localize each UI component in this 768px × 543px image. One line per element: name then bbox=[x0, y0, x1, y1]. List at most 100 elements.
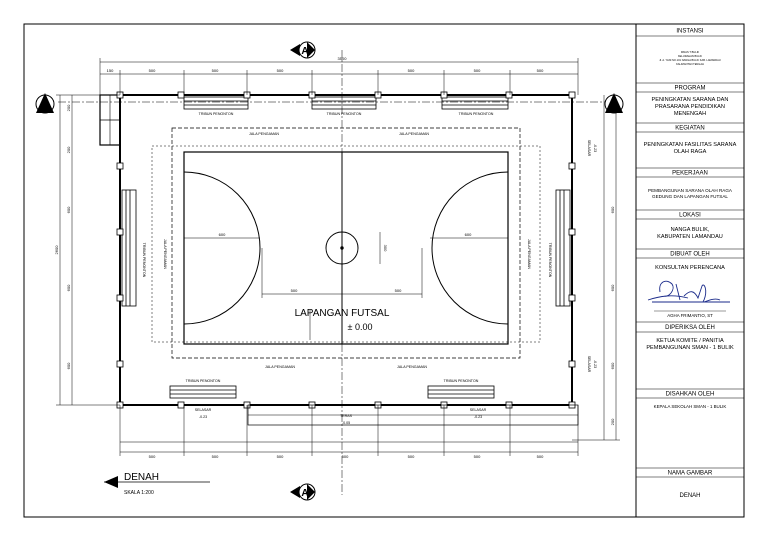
court-label: LAPANGAN FUTSAL bbox=[295, 308, 390, 319]
disahkan-value: KEPALA SEKOLAH SMAN - 1 BULIK bbox=[654, 404, 727, 409]
kegiatan-label: KEGIATAN bbox=[675, 126, 704, 132]
nama-gambar-label: NAMA GAMBAR bbox=[668, 471, 713, 477]
tribun-label-top-2: TRIBUN PENONTON bbox=[327, 112, 362, 116]
jalan-label-left: JALA PENGAMAN bbox=[163, 239, 167, 269]
plan-title: DENAH bbox=[124, 472, 159, 483]
columns bbox=[116, 91, 576, 409]
selasar-label-right-2: SELASAR bbox=[587, 356, 591, 373]
dim-penalty-right: 600 bbox=[465, 232, 472, 237]
konsultan-label: KONSULTAN PERENCANA bbox=[655, 265, 725, 271]
dim-top-150: 150 bbox=[107, 68, 114, 73]
dim-bottom-4: 500 bbox=[342, 454, 349, 459]
tribun-label-right: TRIBUN PENONTON bbox=[548, 243, 552, 278]
dim-bottom-5: 500 bbox=[408, 454, 415, 459]
disahkan-label: DISAHKAN OLEH bbox=[666, 392, 715, 398]
instansi-line-3: Jl. A. YANI NO.101 NANGA BULIK KAB. LAMA… bbox=[659, 58, 721, 62]
kegiatan-line-2: OLAH RAGA bbox=[674, 149, 707, 155]
futsal-court bbox=[183, 151, 509, 345]
lokasi-line-2: KABUPATEN LAMANDAU bbox=[657, 234, 723, 240]
dim-left-5: 600 bbox=[66, 362, 71, 369]
jalan-label-top-2: JALA PENGAMAN bbox=[399, 132, 429, 136]
diperiksa-line-2: PEMBANGUNAN SMAN - 1 BULIK bbox=[646, 345, 734, 351]
safety-net-boundary bbox=[171, 127, 521, 359]
dim-top-6: 500 bbox=[537, 68, 544, 73]
program-line-3: MENENGAH bbox=[674, 111, 706, 117]
dim-bottom-1: 500 bbox=[149, 454, 156, 459]
kegiatan-line-1: PENINGKATAN FASILITAS SARANA bbox=[644, 142, 737, 148]
dim-left-total: 2600 bbox=[54, 245, 59, 255]
floor-plan bbox=[56, 50, 622, 495]
diperiksa-line-1: KETUA KOMITE / PANITIA bbox=[656, 338, 724, 344]
section-marker-b-left: B bbox=[35, 93, 55, 114]
dim-bottom-6: 500 bbox=[474, 454, 481, 459]
tribun-label-top-3: TRIBUN PENONTON bbox=[459, 112, 494, 116]
section-marker-a-bottom: A bbox=[290, 483, 316, 501]
selasar-level-2: -0.23 bbox=[474, 415, 482, 419]
dim-right-1: 600 bbox=[610, 206, 615, 213]
jalan-label-top-1: JALA PENGAMAN bbox=[249, 132, 279, 136]
plan-scale: SKALA 1:200 bbox=[124, 490, 154, 496]
dim-bottom-3: 500 bbox=[277, 454, 284, 459]
signer-name: AGHA FRIMANTIO, ST bbox=[667, 313, 713, 318]
spectator-stands-right bbox=[555, 189, 571, 307]
program-line-2: PRASARANA PENDIDIKAN bbox=[655, 104, 725, 110]
dim-right-2: 600 bbox=[610, 284, 615, 291]
nama-gambar-value: DENAH bbox=[679, 493, 700, 499]
plan-title-block: DENAH SKALA 1:200 bbox=[104, 472, 210, 496]
dim-top-total: 3500 bbox=[338, 56, 348, 61]
section-marker-a-top: A bbox=[290, 41, 316, 59]
dibuat-label: DIBUAT OLEH bbox=[670, 252, 709, 258]
court-margin bbox=[151, 145, 541, 343]
title-block: INSTANSI DINAS T BULIK KELURAHAN BULIK J… bbox=[636, 29, 744, 499]
sheet-border bbox=[23, 23, 745, 518]
selasar-level-right-2: -0.23 bbox=[593, 360, 597, 368]
teras-level: -0.05 bbox=[342, 421, 350, 425]
program-line-1: PENINGKATAN SARANA DAN bbox=[652, 97, 729, 103]
program-label: PROGRAM bbox=[674, 86, 705, 92]
instansi-line-2: KELURAHAN BULIK bbox=[678, 54, 702, 58]
tribun-label-bottom-2: TRIBUN PENONTON bbox=[444, 379, 479, 383]
teras-label: TERAS bbox=[340, 414, 353, 418]
selasar-level-1: -0.23 bbox=[199, 415, 207, 419]
drawing-labels: LAPANGAN FUTSAL ± 0.00 TRIBUN PENONTON T… bbox=[54, 56, 615, 459]
dim-center-circle: 300 bbox=[383, 245, 388, 252]
dim-left-1: 200 bbox=[66, 104, 71, 111]
dim-top-4: 500 bbox=[408, 68, 415, 73]
selasar-label-1: SELASAR bbox=[195, 408, 212, 412]
dim-left-3: 600 bbox=[66, 206, 71, 213]
instansi-label: INSTANSI bbox=[676, 29, 704, 35]
dim-right-4: 200 bbox=[610, 418, 615, 425]
lokasi-line-1: NANGA BULIK, bbox=[671, 227, 710, 233]
selasar-label-right-1: SELASAR bbox=[587, 140, 591, 157]
instansi-line-4: KALIMANTAN TENGAH bbox=[676, 62, 704, 66]
tribun-label-top-1: TRIBUN PENONTON bbox=[199, 112, 234, 116]
court-penalty-area-left bbox=[183, 171, 261, 325]
dim-court-inner-right: 500 bbox=[395, 288, 402, 293]
instansi-line-1: DINAS T BULIK bbox=[681, 50, 700, 54]
spectator-stands-top bbox=[183, 96, 509, 110]
spectator-stands-left bbox=[121, 189, 137, 307]
pekerjaan-line-1: PEMBANGUNAN SARANA OLAH RAGA bbox=[648, 188, 733, 193]
marker-a-top-label: A bbox=[301, 46, 308, 57]
tribun-label-bottom-1: TRIBUN PENONTON bbox=[186, 379, 221, 383]
jalan-label-right: JALA PENGAMAN bbox=[527, 239, 531, 269]
dim-bottom-7: 500 bbox=[537, 454, 544, 459]
marker-b-right-label: B bbox=[610, 103, 617, 114]
court-center-circle bbox=[325, 231, 359, 265]
selasar-label-2: SELASAR bbox=[470, 408, 487, 412]
court-level: ± 0.00 bbox=[348, 322, 373, 332]
marker-b-left-label: B bbox=[41, 103, 48, 114]
dim-penalty-left: 600 bbox=[219, 232, 226, 237]
dim-top-5: 500 bbox=[474, 68, 481, 73]
dim-left-2: 200 bbox=[66, 146, 71, 153]
dim-bottom-2: 500 bbox=[212, 454, 219, 459]
pekerjaan-label: PEKERJAAN bbox=[672, 171, 708, 177]
tribun-label-left: TRIBUN PENONTON bbox=[142, 243, 146, 278]
dim-top-2: 500 bbox=[212, 68, 219, 73]
pekerjaan-line-2: GEDUNG DAN LAPANGAN FUTSAL bbox=[652, 194, 728, 199]
dimension-lines bbox=[56, 58, 620, 456]
section-marker-b-right: B bbox=[604, 93, 624, 114]
building-outline bbox=[119, 94, 573, 406]
dim-right-3: 600 bbox=[610, 362, 615, 369]
